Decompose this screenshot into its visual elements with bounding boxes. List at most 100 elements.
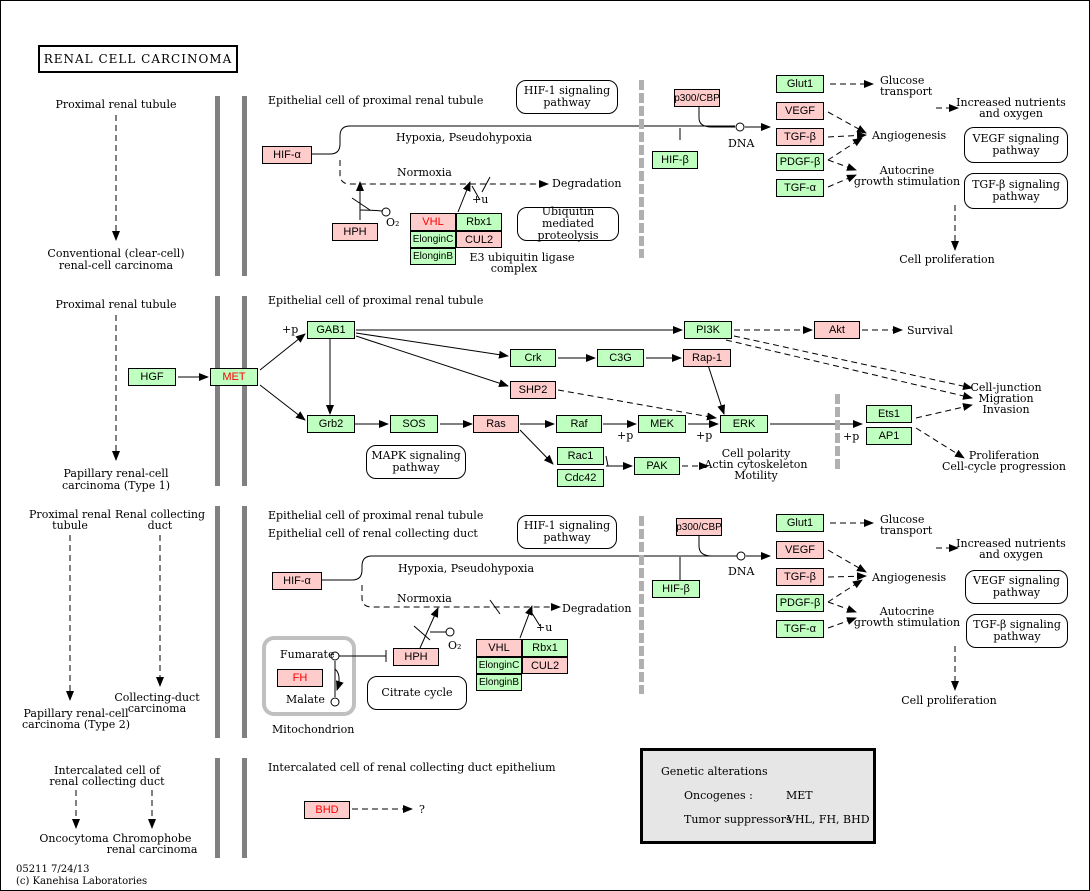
gene-sos[interactable]: SOS bbox=[390, 415, 438, 433]
gene-elonginc[interactable]: ElonginC bbox=[410, 231, 456, 248]
gene-p300-cbp[interactable]: p300/CBP bbox=[674, 89, 720, 107]
gene-hph[interactable]: HPH bbox=[332, 223, 378, 241]
proliferation-label: Cell proliferation bbox=[899, 253, 995, 266]
legend-oncogenes-label: Oncogenes : bbox=[684, 789, 753, 802]
gene-hif-alpha[interactable]: HIF-α bbox=[272, 572, 322, 590]
gene-elonginc[interactable]: ElonginC bbox=[476, 657, 522, 674]
nuclear-membrane bbox=[639, 80, 644, 258]
gene-fh[interactable]: FH bbox=[277, 669, 323, 687]
phospho-label: +p bbox=[282, 323, 299, 336]
left-label: Proximal renal bbox=[29, 508, 111, 521]
membrane-bar bbox=[215, 506, 220, 738]
gene-ets1[interactable]: Ets1 bbox=[866, 405, 912, 423]
gene-cdc42[interactable]: Cdc42 bbox=[557, 469, 604, 487]
polarity-label: Cell polarity bbox=[721, 447, 791, 460]
gene-ras[interactable]: Ras bbox=[473, 415, 519, 433]
gene-tgf-alpha[interactable]: TGF-α bbox=[776, 620, 824, 638]
footer-credit: (c) Kanehisa Laboratories bbox=[16, 876, 148, 887]
left-label: Proximal renal tubule bbox=[55, 98, 177, 111]
junction-label: Cell-junction bbox=[970, 381, 1042, 394]
gene-pak[interactable]: PAK bbox=[634, 457, 680, 475]
gene-hif-alpha[interactable]: HIF-α bbox=[262, 146, 312, 164]
nutrients-label: and oxygen bbox=[979, 107, 1043, 120]
link-text: TGF-β signaling bbox=[973, 618, 1061, 631]
membrane-bar bbox=[215, 96, 220, 276]
unknown-target: ? bbox=[419, 803, 425, 816]
gene-tgf-alpha[interactable]: TGF-α bbox=[776, 179, 824, 197]
left-label: tubule bbox=[52, 519, 88, 532]
gene-cul2[interactable]: CUL2 bbox=[456, 231, 502, 248]
gene-ap1[interactable]: AP1 bbox=[866, 427, 912, 445]
gene-c3g[interactable]: C3G bbox=[597, 349, 644, 367]
title-text: RENAL CELL CARCINOMA bbox=[43, 52, 233, 66]
angiogenesis-label: Angiogenesis bbox=[872, 129, 947, 142]
gene-vegf[interactable]: VEGF bbox=[776, 102, 824, 120]
membrane-bar bbox=[242, 506, 247, 738]
gene-vhl[interactable]: VHL bbox=[410, 213, 456, 231]
junction-label: Migration bbox=[978, 392, 1034, 405]
left-label: Collecting-duct bbox=[114, 691, 200, 704]
link-text: VEGF signaling bbox=[972, 132, 1060, 145]
gene-elonginb[interactable]: ElonginB bbox=[410, 248, 456, 265]
gene-tgf-beta[interactable]: TGF-β bbox=[776, 568, 824, 586]
gene-glut1[interactable]: Glut1 bbox=[776, 75, 824, 93]
left-label: Conventional (clear-cell) bbox=[47, 247, 185, 260]
membrane-bar bbox=[215, 296, 220, 486]
gene-vhl[interactable]: VHL bbox=[476, 639, 522, 657]
gene-raf[interactable]: Raf bbox=[556, 415, 602, 433]
gene-p300-cbp[interactable]: p300/CBP bbox=[676, 518, 722, 536]
glucose-label: Glucose bbox=[880, 513, 925, 526]
gene-hph[interactable]: HPH bbox=[393, 648, 439, 666]
gene-pi3k[interactable]: PI3K bbox=[684, 321, 732, 339]
mitochondrion-label: Mitochondrion bbox=[272, 723, 355, 736]
gene-glut1[interactable]: Glut1 bbox=[776, 514, 824, 532]
malate-label: Malate bbox=[286, 693, 325, 706]
gene-crk[interactable]: Crk bbox=[510, 349, 556, 367]
gene-rbx1[interactable]: Rbx1 bbox=[522, 639, 568, 657]
nutrients-label: and oxygen bbox=[979, 548, 1043, 561]
gene-gab1[interactable]: GAB1 bbox=[307, 321, 355, 339]
gene-hgf[interactable]: HGF bbox=[128, 368, 176, 386]
gene-rap1[interactable]: Rap-1 bbox=[683, 349, 731, 367]
gene-elonginb[interactable]: ElonginB bbox=[476, 674, 522, 691]
gene-vegf[interactable]: VEGF bbox=[776, 541, 824, 559]
gene-shp2[interactable]: SHP2 bbox=[510, 381, 556, 399]
gene-hif-beta[interactable]: HIF-β bbox=[652, 580, 700, 598]
gene-grb2[interactable]: Grb2 bbox=[307, 415, 355, 433]
phospho-label: +p bbox=[843, 430, 860, 443]
citrate-cycle-link[interactable]: Citrate cycle bbox=[367, 676, 467, 710]
link-text: pathway bbox=[392, 461, 440, 474]
gene-mek[interactable]: MEK bbox=[638, 415, 686, 433]
gene-rbx1[interactable]: Rbx1 bbox=[456, 213, 502, 231]
gene-rac1[interactable]: Rac1 bbox=[557, 447, 604, 465]
gene-met[interactable]: MET bbox=[210, 368, 258, 386]
left-label: duct bbox=[147, 519, 173, 532]
gene-hif-beta[interactable]: HIF-β bbox=[652, 151, 698, 169]
gene-pdgf-beta[interactable]: PDGF-β bbox=[776, 153, 824, 171]
footer-id-date: 05211 7/24/13 bbox=[16, 864, 90, 875]
left-label: carcinoma (Type 1) bbox=[61, 479, 171, 492]
gene-pdgf-beta[interactable]: PDGF-β bbox=[776, 594, 824, 612]
nuclear-membrane bbox=[835, 394, 840, 470]
edge-s1-normoxia bbox=[339, 160, 549, 188]
left-label: Chromophobe bbox=[112, 832, 192, 845]
gene-akt[interactable]: Akt bbox=[814, 321, 860, 339]
hypoxia-label: Hypoxia, Pseudohypoxia bbox=[398, 562, 534, 575]
gene-bhd[interactable]: BHD bbox=[304, 801, 350, 819]
degradation-label: Degradation bbox=[552, 177, 622, 190]
gene-cul2[interactable]: CUL2 bbox=[522, 657, 568, 674]
gene-erk[interactable]: ERK bbox=[720, 415, 768, 433]
left-label: Renal collecting bbox=[114, 508, 206, 521]
gene-tgf-beta[interactable]: TGF-β bbox=[776, 128, 824, 146]
link-text: pathway bbox=[992, 190, 1040, 203]
